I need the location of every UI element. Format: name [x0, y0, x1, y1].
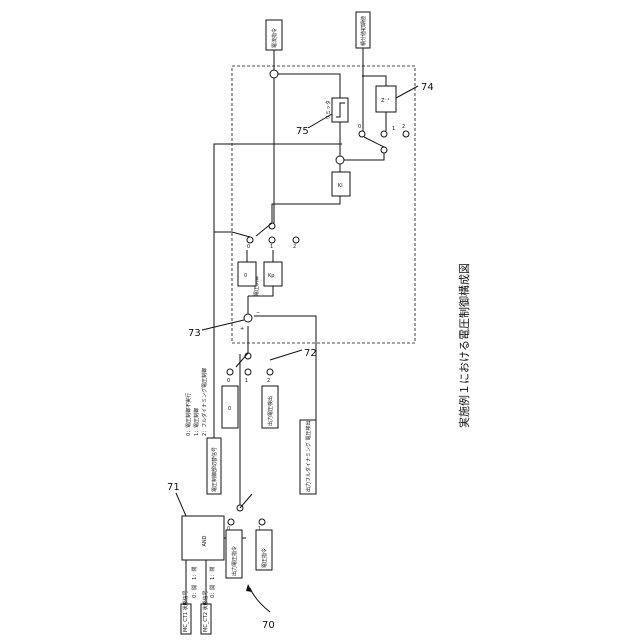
- switch-ctrl-signal-label: 電圧制御部切替信号: [211, 447, 218, 492]
- mode-legend-2: 2：フルダイナミング電圧制御: [201, 368, 208, 436]
- int-sw-pos2-label: 2: [402, 124, 405, 130]
- leader-73: [202, 320, 244, 330]
- sw2-pos1-node: [245, 369, 251, 375]
- sw1-blade: [240, 494, 252, 508]
- int-sw-pos1-label: 1: [392, 126, 395, 132]
- pi-sw-pos2-label: 2: [293, 244, 296, 250]
- pi-sw-pos1-label: 1: [270, 244, 273, 250]
- delay-label: Z⁻¹: [381, 98, 389, 104]
- sum-minus-sign: −: [256, 310, 260, 316]
- current-cmd-label: 電流指令: [271, 28, 278, 48]
- to-ki-line: [272, 196, 340, 223]
- ref-75: 75: [296, 126, 309, 137]
- delay-in-line: [362, 76, 386, 86]
- sw2-pos2-node: [267, 369, 273, 375]
- int-sw-pos2-node: [403, 131, 409, 137]
- pi-sw-common-node: [269, 223, 275, 229]
- to-kp-line: [248, 286, 273, 296]
- gain-kp-label: Kp: [268, 273, 274, 279]
- sw1-pos1-node: [259, 519, 265, 525]
- leader-72: [270, 350, 302, 360]
- ref-71: 71: [167, 482, 180, 493]
- dyn-voltage-detect-label: 出力フルダイナミング 電圧検出: [305, 421, 312, 493]
- int-sw-feed-line: [344, 153, 384, 160]
- ct1-state-label: 0：開 1：閉: [192, 567, 198, 598]
- pi-sw-pos0-label: 0: [247, 244, 250, 250]
- leader-74: [396, 86, 418, 98]
- int-sw-pos0-node: [359, 131, 365, 137]
- sw2-pos0-label: 0: [227, 378, 230, 384]
- sum-plus-sign: +: [240, 326, 244, 332]
- pi-sw-pos2-node: [293, 237, 299, 243]
- gain-zero-label: 0: [244, 273, 247, 279]
- pi-sw-pos0-node: [247, 237, 253, 243]
- figure-caption: 実施例１における電圧制御構成図: [457, 263, 471, 428]
- ref-72: 72: [304, 348, 317, 359]
- ref-70: 70: [262, 620, 275, 631]
- mode-upper-line: [214, 144, 342, 232]
- leader-70-arrowhead: [246, 584, 252, 592]
- sw1-pos0-node: [228, 519, 234, 525]
- pi-sw-blade: [256, 223, 272, 236]
- int-sw-blade: [364, 137, 384, 147]
- mode-legend-0: 0：電圧制御不実行: [185, 393, 192, 436]
- sw2-pos0-node: [227, 369, 233, 375]
- pi-sw-pos1-node: [269, 237, 275, 243]
- leader-71: [176, 493, 186, 516]
- and-label: AND: [202, 535, 208, 546]
- int-sw-pos0-label: 0: [358, 124, 361, 130]
- mode-legend-1: 1：電圧制御: [193, 408, 200, 436]
- sw2-blade: [236, 353, 248, 367]
- integ-init-label: 積分値初期値: [360, 16, 367, 46]
- ki-label: Ki: [338, 183, 343, 189]
- int-to-output-line: [278, 74, 340, 80]
- int-sw-pos1-node: [381, 131, 387, 137]
- leader-75: [308, 114, 332, 128]
- ref-73: 73: [188, 328, 201, 339]
- sw2-pos2-label: 2: [267, 378, 270, 384]
- output-sum-junction: [270, 70, 278, 78]
- leader-70: [250, 588, 270, 612]
- error-sum-junction: [244, 314, 252, 322]
- ct2-state-label: 0：開 1：閉: [210, 567, 216, 598]
- output-voltage-cmd-label: 出力電圧指令: [231, 546, 238, 576]
- integrator-sum-junction: [336, 156, 344, 164]
- sw2-pos1-label: 1: [245, 378, 248, 384]
- sw2-zero-label: 0: [228, 406, 231, 412]
- output-voltage-detect-label: 出力電圧検出: [267, 396, 274, 426]
- int-sw-common-node: [381, 147, 387, 153]
- ref-74: 74: [421, 82, 434, 93]
- voltage-cmd-label: 電圧指令: [261, 548, 268, 568]
